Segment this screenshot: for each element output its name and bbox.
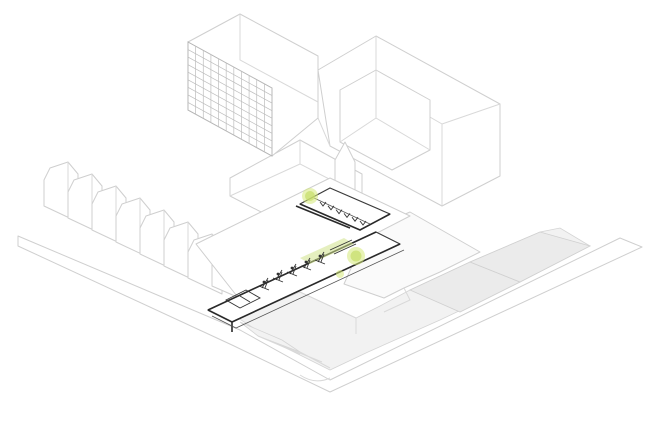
tower-grid-line [187, 94, 273, 142]
furniture-seat [304, 260, 308, 264]
pavilion-front-wall [231, 243, 401, 323]
tower-grid-line [187, 79, 273, 127]
pavilion-service-rooms [225, 289, 261, 309]
street-outline [17, 235, 643, 393]
trees [302, 188, 365, 278]
upper-pavilion-inner [313, 197, 371, 225]
tower-window-grid [187, 41, 273, 157]
tower-grid-line [187, 87, 273, 134]
furniture-cluster [314, 251, 326, 265]
tower-grid-line [187, 109, 273, 157]
upper-furniture-item [335, 209, 343, 215]
paved-bay-2 [468, 231, 592, 283]
grid-facade-tower [187, 13, 319, 157]
tower-grid-line [187, 102, 273, 149]
furniture-seat [262, 280, 266, 284]
upper-pavilion-walls [299, 203, 391, 231]
furniture-bench [329, 239, 357, 255]
tree-icon [336, 270, 344, 278]
street-corner [299, 374, 331, 382]
furniture-cluster [286, 263, 298, 277]
paving-edge [299, 291, 357, 334]
furniture-cluster [258, 277, 270, 291]
terrace-houses [43, 161, 245, 301]
pavilion-furniture [258, 239, 357, 291]
tower-grid-line [187, 64, 273, 111]
furniture-seat [318, 254, 322, 258]
upper-furniture-item [327, 205, 335, 211]
furniture-seat [276, 272, 280, 276]
furniture-cluster [300, 257, 312, 271]
upper-furniture-item [319, 201, 327, 207]
tree-icon [302, 188, 318, 204]
paving-areas [237, 227, 592, 371]
upper-canopy-line [295, 205, 351, 229]
tower-grid-line [187, 41, 273, 89]
context-block-mid-edges [339, 70, 431, 151]
tree-icon [347, 247, 365, 265]
paving-joints [257, 335, 331, 369]
upper-furniture-item [351, 216, 359, 222]
upper-pavilion-furniture [319, 201, 367, 226]
upper-pavilion [295, 187, 391, 231]
furniture-cluster [272, 269, 284, 283]
tower-grid-line [187, 56, 273, 104]
upper-furniture-item [343, 213, 351, 219]
upper-furniture-item [359, 220, 367, 226]
tower-edge [239, 14, 319, 103]
pavilion-end-wall [207, 309, 233, 323]
green-roof-strip [300, 238, 354, 264]
furniture-seat [290, 266, 294, 270]
pavilion-base [211, 249, 405, 329]
tower-grid-line [187, 71, 273, 119]
tower-grid-line [187, 49, 273, 96]
street-curb [17, 235, 643, 393]
yard-step [383, 287, 411, 313]
